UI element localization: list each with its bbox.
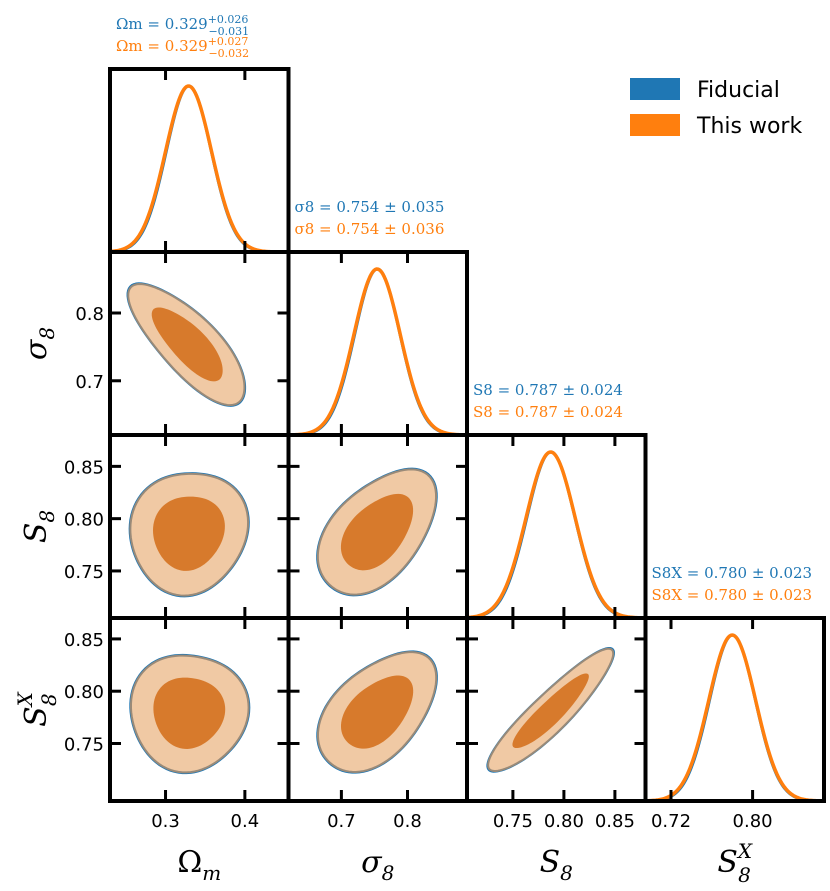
marginal-curve-om-this-work: [110, 84, 289, 252]
y-axis-label-S8: S8: [19, 510, 59, 543]
contour-68-this-work: [340, 675, 414, 749]
stat-S8X-this-work: S8X = 0.780 ± 0.023: [652, 586, 813, 604]
stat-om-this-work: Ωm = 0.329+0.027−0.032: [116, 35, 249, 60]
x-tick-label-S8: 0.75: [493, 811, 533, 832]
legend-label-fiducial: Fiducial: [697, 78, 780, 103]
y-tick-label-s8: 0.8: [75, 304, 104, 325]
y-tick-label-S8: 0.85: [64, 457, 104, 478]
contour-68-this-work: [340, 493, 414, 571]
plot-cells: [108, 67, 826, 803]
legend-swatch-this-work: [630, 114, 680, 136]
cell-frame-0-0: [108, 67, 291, 254]
marginal-curve-s8-fiducial: [288, 267, 467, 435]
legend-label-this-work: This work: [696, 114, 802, 139]
marginal-curve-om-fiducial: [110, 84, 289, 252]
y-axis-label-S8X: SX8: [13, 691, 61, 727]
x-tick-label-S8X: 0.80: [733, 811, 773, 832]
y-tick-label-S8X: 0.80: [64, 682, 104, 703]
cell-frame-2-2: [465, 433, 648, 620]
marginal-S8X: [643, 616, 826, 803]
stat-S8X-fiducial: S8X = 0.780 ± 0.023: [652, 564, 813, 582]
stat-S8-this-work: S8 = 0.787 ± 0.024: [473, 403, 623, 421]
y-tick-label-S8: 0.75: [64, 562, 104, 583]
contour-68-this-work: [153, 677, 226, 749]
y-tick-label-S8X: 0.85: [64, 630, 104, 651]
x-tick-label-om: 0.4: [231, 811, 260, 832]
x-tick-label-S8: 0.85: [595, 811, 635, 832]
axis-labels: 0.3 0.4 0.7 0.8 0.75 0.80 0.85 0.72 0.80 0.7 0.8 0.…: [13, 304, 773, 887]
stat-s8-this-work: σ8 = 0.754 ± 0.036: [295, 220, 445, 238]
contour-68-this-work: [512, 673, 589, 749]
marginal-S8: [465, 433, 648, 620]
y-tick-label-s8: 0.7: [75, 372, 104, 393]
marginal-curve-s8-this-work: [288, 267, 467, 435]
cell-frame-2-3: [465, 616, 648, 803]
x-tick-label-S8: 0.80: [544, 811, 584, 832]
x-tick-label-S8X: 0.72: [651, 811, 691, 832]
marginal-curve-S8-fiducial: [467, 450, 646, 618]
contour-S8-S8X: [465, 616, 648, 803]
contour-68-this-work: [151, 307, 223, 382]
x-tick-label-s8: 0.8: [393, 811, 422, 832]
marginal-curve-S8-this-work: [467, 450, 646, 618]
x-axis-label-om: Ωm: [177, 845, 221, 885]
contour-s8-S8X: [286, 616, 469, 803]
x-axis-label-s8: σ8: [361, 845, 394, 885]
stat-S8-fiducial: S8 = 0.787 ± 0.024: [473, 381, 623, 399]
cell-frame-3-3: [643, 616, 826, 803]
legend-swatch-fiducial: [630, 78, 680, 100]
marginal-curve-S8X-this-work: [645, 633, 824, 801]
x-axis-label-S8: S8: [540, 845, 573, 885]
contour-om-s8: [108, 250, 291, 437]
x-tick-label-s8: 0.7: [327, 811, 356, 832]
y-tick-label-S8: 0.80: [64, 510, 104, 531]
cell-frame-1-1: [286, 250, 469, 437]
contour-s8-S8: [286, 433, 469, 620]
x-tick-label-om: 0.3: [151, 811, 180, 832]
contour-68-this-work: [153, 496, 225, 571]
marginal-s8: [286, 250, 469, 437]
contour-om-S8: [108, 433, 291, 620]
y-tick-label-S8X: 0.75: [64, 734, 104, 755]
stat-s8-fiducial: σ8 = 0.754 ± 0.035: [295, 198, 445, 216]
stat-om-fiducial: Ωm = 0.329+0.026−0.031: [116, 13, 249, 38]
contour-om-S8X: [108, 616, 291, 803]
marginal-om: [108, 67, 291, 254]
marginal-curve-S8X-fiducial: [645, 633, 824, 801]
y-axis-label-s8: σ8: [19, 327, 59, 360]
